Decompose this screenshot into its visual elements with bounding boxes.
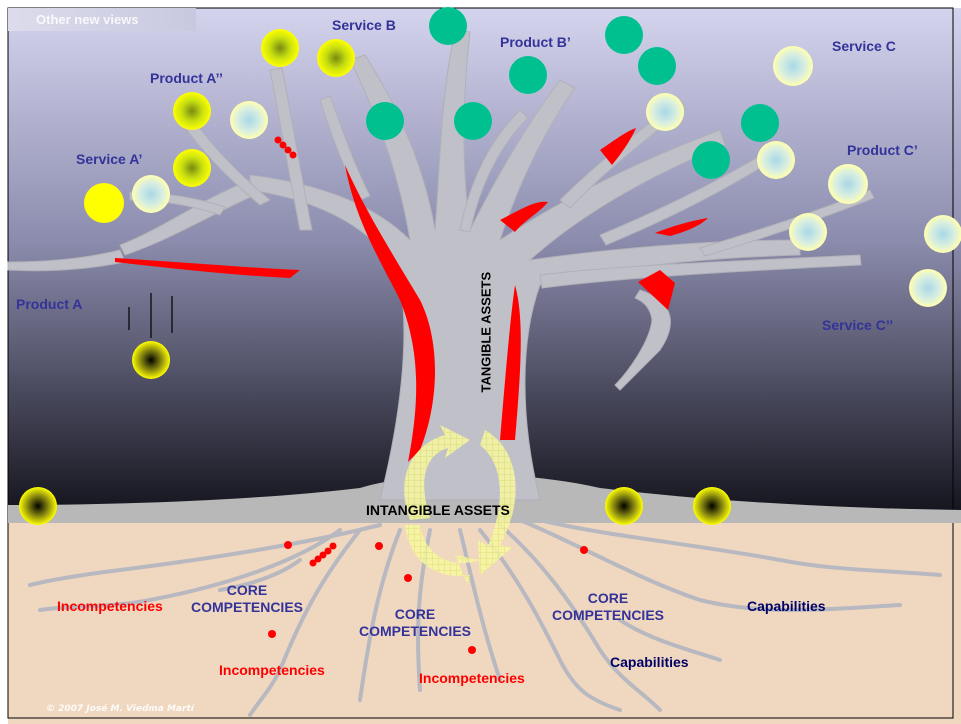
cycle-arrows [404, 425, 516, 585]
fruit-teal [366, 102, 404, 140]
label-service-b: Service B [332, 17, 396, 33]
label-incompetencies-2: Incompetencies [219, 662, 325, 678]
copyright-notice: © 2007 José M. Viedma Martí [46, 704, 194, 714]
fruit-pale [757, 141, 795, 179]
fall-lines [128, 293, 173, 338]
fruit-pale [909, 269, 947, 307]
fruit-pale [789, 213, 827, 251]
fruit-yellow [173, 92, 211, 130]
fruit-pale [924, 215, 961, 253]
fruit-yellow [261, 29, 299, 67]
label-service-a-prime: Service A’ [76, 151, 143, 167]
fruit-teal [429, 7, 467, 45]
label-incompetencies-3: Incompetencies [419, 670, 525, 686]
label-capabilities-1: Capabilities [747, 598, 826, 614]
label-incompetencies-1: Incompetencies [57, 598, 163, 614]
fallen-fruit [693, 487, 731, 525]
fruit-pale [646, 93, 684, 131]
fallen-fruit [19, 487, 57, 525]
label-intangible-assets: INTANGIBLE ASSETS [366, 502, 510, 518]
fruit-pale [828, 164, 868, 204]
label-product-a: Product A [16, 296, 83, 312]
red-wounds [115, 128, 708, 462]
red-dots [268, 136, 588, 654]
other-new-views-tab: Other new views [8, 8, 196, 31]
fruit-pale [773, 46, 813, 86]
label-core-competencies-2: CORE COMPETENCIES [358, 606, 471, 639]
label-product-a-dprime: Product A’’ [150, 70, 223, 86]
fruit-teal [692, 141, 730, 179]
tab-label: Other new views [36, 12, 139, 27]
fruit-teal [605, 16, 643, 54]
fruit-yellow [84, 183, 124, 223]
fruit-teal [509, 56, 547, 94]
fallen-fruit [132, 341, 170, 379]
fruit-teal [741, 104, 779, 142]
label-service-c: Service C [832, 38, 896, 54]
fruit-teal [638, 47, 676, 85]
label-tangible-assets: TANGIBLE ASSETS [478, 271, 494, 393]
fruit-pale [132, 175, 170, 213]
fruit-yellow [317, 39, 355, 77]
tree [7, 29, 875, 501]
label-capabilities-2: Capabilities [610, 654, 689, 670]
label-core-competencies-1: CORE COMPETENCIES [190, 582, 303, 615]
fruits [19, 7, 961, 525]
label-service-c-dprime: Service C’’ [822, 317, 894, 333]
label-product-b-prime: Product B’ [500, 34, 571, 50]
fruit-teal [454, 102, 492, 140]
label-core-competencies-3: CORE COMPETENCIES [551, 590, 664, 623]
fallen-fruit [605, 487, 643, 525]
label-product-c-prime: Product C’ [847, 142, 918, 158]
fruit-yellow [173, 149, 211, 187]
fruit-pale [230, 101, 268, 139]
